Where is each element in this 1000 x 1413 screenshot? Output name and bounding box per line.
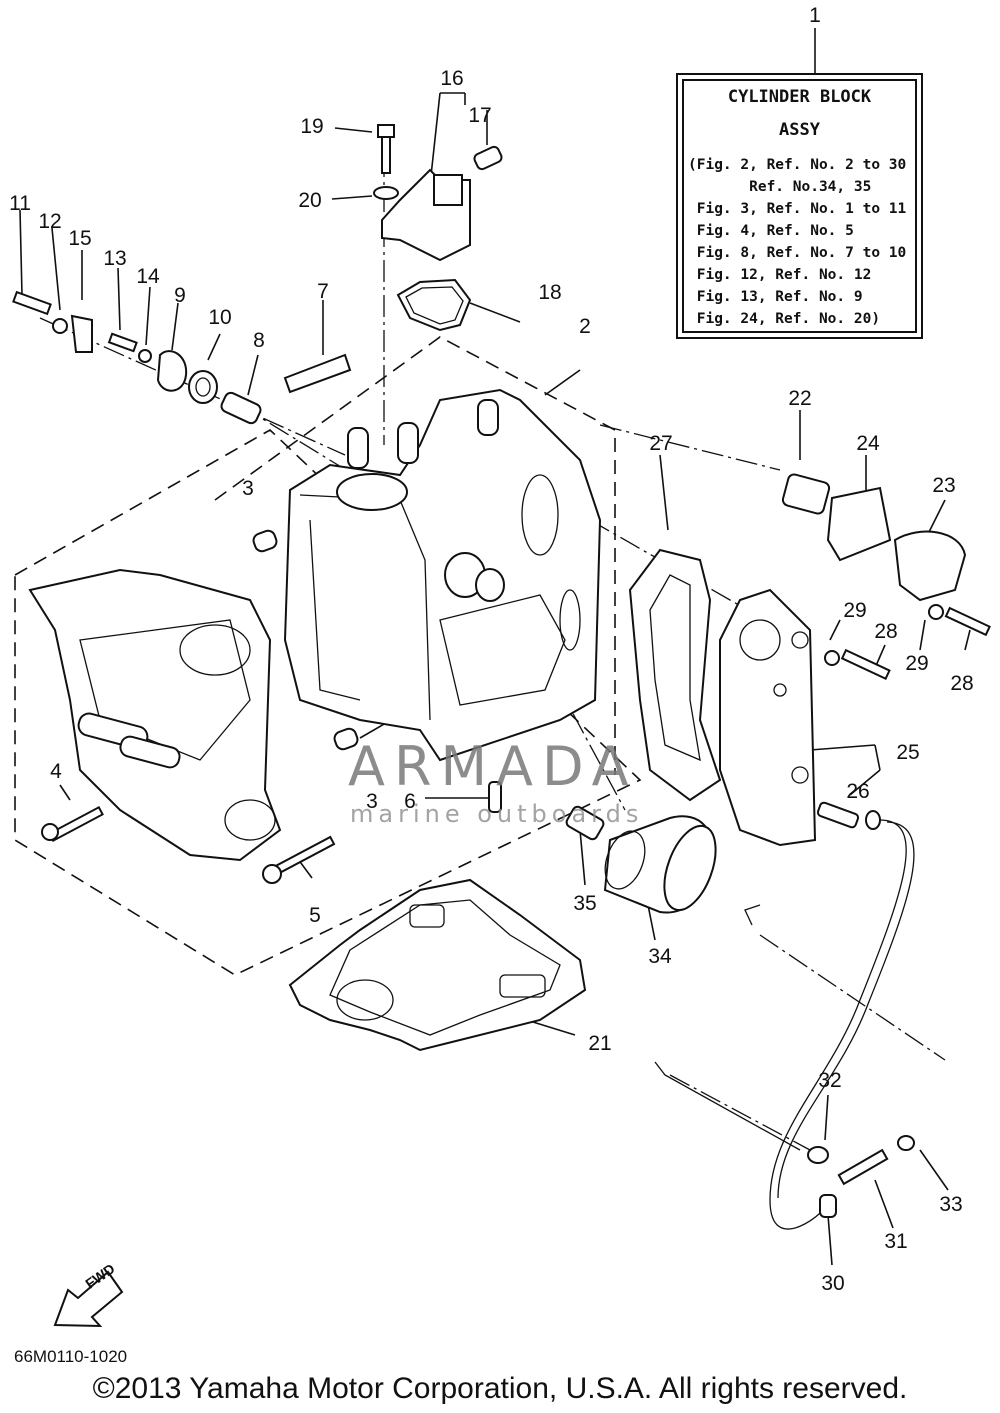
ref-17: 17 [468,104,491,127]
hose-fittings [654,801,915,1218]
ref-13: 13 [103,247,126,270]
diagram-code: 66M0110-1020 [14,1347,128,1366]
ref-18: 18 [538,281,561,304]
ref-3: 3 [242,477,254,500]
note-line: Fig. 24, Ref. No. 20) [688,311,881,327]
ref-29: 29 [843,599,866,622]
ref-30: 30 [821,1272,844,1295]
ref-32: 32 [818,1069,841,1092]
ref-12: 12 [38,210,61,233]
ref-7: 7 [317,280,329,303]
gasket-21 [288,878,587,1052]
ref-3: 3 [366,790,378,813]
ref-25: 25 [896,741,919,764]
cylinder-block [283,388,602,762]
ref-8: 8 [253,329,265,352]
ref-22: 22 [788,387,811,410]
ref-34: 34 [648,945,672,968]
reference-numbers: 1 2 3 3 4 5 6 7 8 9 10 11 12 13 14 15 16… [9,4,974,1295]
ref-21: 21 [588,1032,611,1055]
note-subtitle: ASSY [779,120,820,140]
watermark-name: ARMADA [348,735,638,798]
ref-4: 4 [50,760,62,783]
note-line: Fig. 8, Ref. No. 7 to 10 [688,245,907,261]
ref-1: 1 [809,4,821,27]
ref-11: 11 [9,192,31,215]
ref-5: 5 [309,904,321,927]
bolts-and-dowels [41,529,502,884]
assembly-note-box: CYLINDER BLOCK ASSY (Fig. 2, Ref. No. 2 … [676,73,923,339]
hose-30 [769,819,907,1230]
thermostat-parts [781,473,991,681]
ref-33: 33 [939,1193,962,1216]
ref-9: 9 [174,284,186,307]
ref-28: 28 [874,620,897,643]
ref-24: 24 [856,432,880,455]
exhaust-cover [628,548,817,847]
ref-14: 14 [136,265,160,288]
crankcase-assembly-box [14,429,642,976]
note-line: Fig. 4, Ref. No. 5 [688,223,854,239]
hose-7 [283,353,352,394]
ref-31: 31 [884,1230,907,1253]
note-line: Fig. 13, Ref. No. 9 [688,289,863,305]
ref-35: 35 [573,892,596,915]
ref-16: 16 [440,67,463,90]
ref-23: 23 [932,474,955,497]
left-hardware [12,290,262,425]
note-line: (Fig. 2, Ref. No. 2 to 30 [688,157,907,173]
cylinder-assembly-box [214,336,616,775]
copyright-notice: ©2013 Yamaha Motor Corporation, U.S.A. A… [92,1372,908,1405]
ref-2: 2 [579,315,591,338]
ref-28: 28 [950,672,973,695]
crankcase [28,568,282,862]
ref-26: 26 [846,780,869,803]
oil-filter [565,805,717,914]
fwd-arrow-icon [53,1270,124,1328]
ref-29: 29 [905,652,928,675]
ref-20: 20 [298,189,321,212]
ref-27: 27 [649,432,672,455]
note-line: Fig. 12, Ref. No. 12 [688,267,872,283]
note-line: Ref. No.34, 35 [688,179,872,195]
top-hardware [373,124,503,332]
ref-6: 6 [404,790,416,813]
ref-10: 10 [208,306,231,329]
note-title: CYLINDER BLOCK [727,87,872,107]
note-line: Fig. 3, Ref. No. 1 to 11 [688,201,907,217]
ref-19: 19 [300,115,323,138]
ref-15: 15 [68,227,91,250]
watermark-subtitle: marine outboards [350,800,644,828]
